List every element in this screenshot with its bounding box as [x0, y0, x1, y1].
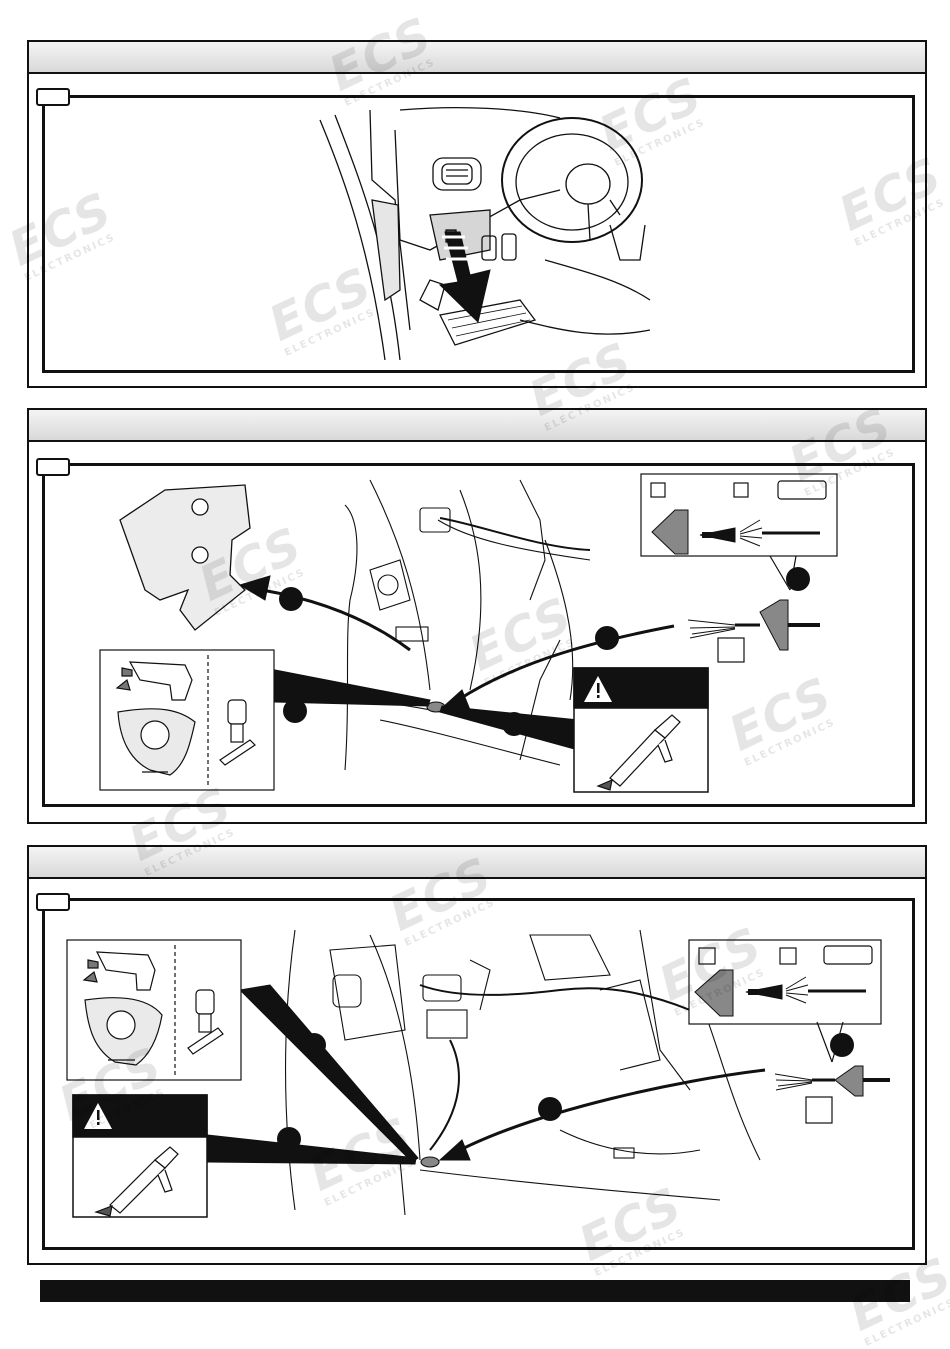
panel-2-step-tab	[36, 458, 70, 476]
panel-3-step-tab	[36, 893, 70, 911]
panel-1-header	[29, 42, 925, 74]
panel-2-header	[29, 410, 925, 442]
footer-bar	[40, 1280, 910, 1302]
panel-2-step-frame	[42, 463, 915, 807]
panel-3-step-frame	[42, 898, 915, 1250]
panel-3-header	[29, 847, 925, 879]
panel-1-step-frame	[42, 95, 915, 373]
panel-1-step-tab	[36, 88, 70, 106]
